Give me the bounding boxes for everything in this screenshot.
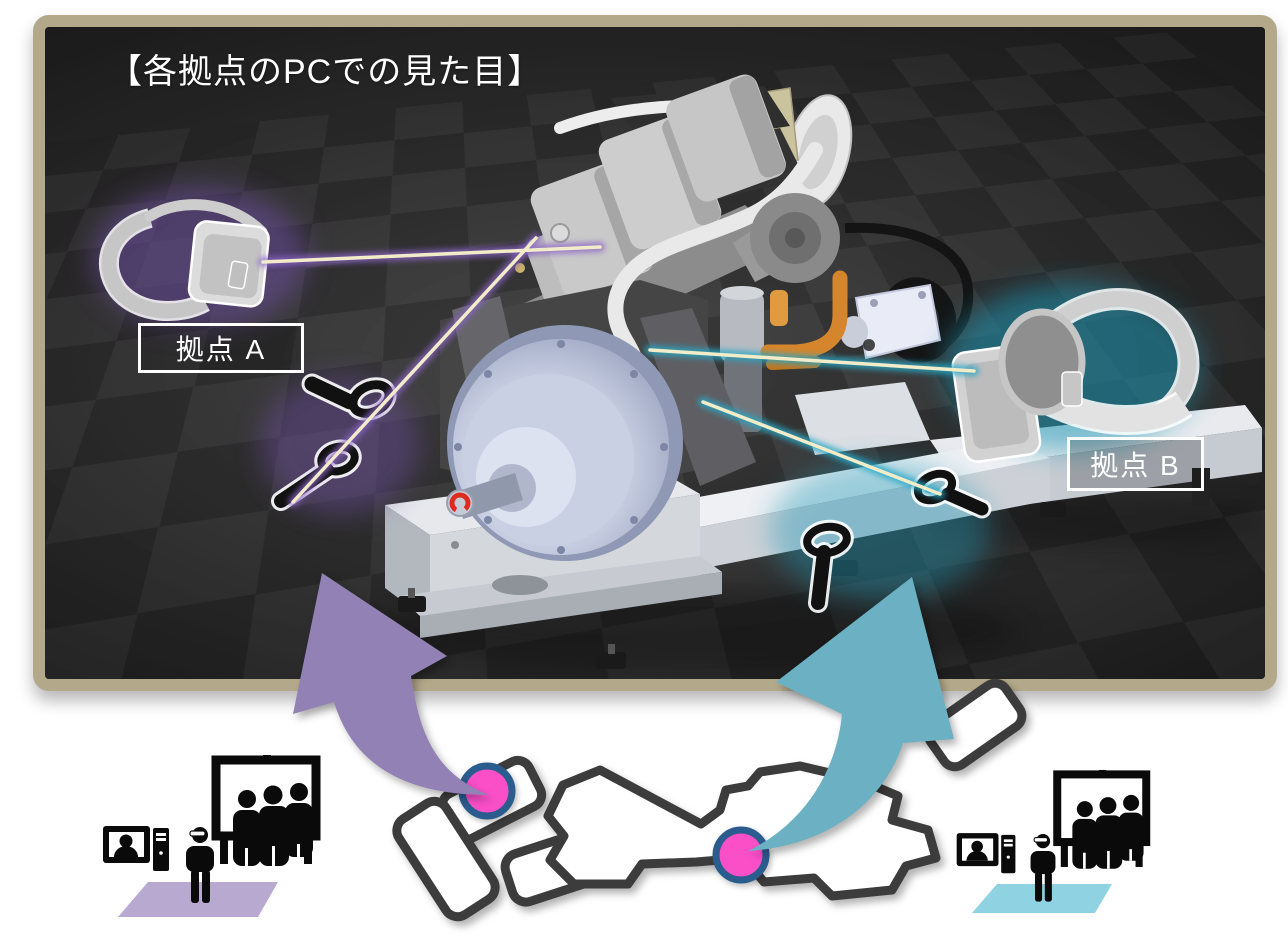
map-island bbox=[500, 829, 604, 907]
gaze-beam-a2 bbox=[291, 236, 538, 504]
map-mainland bbox=[543, 761, 941, 901]
engine-3d-model bbox=[385, 74, 1262, 669]
map-island bbox=[923, 678, 1027, 772]
site-b-floor-pad bbox=[972, 884, 1112, 913]
orange-coolant-pipes bbox=[760, 270, 848, 370]
fan-belt bbox=[844, 222, 974, 353]
gaze-beam-a1 bbox=[261, 245, 602, 264]
site-b-label: 拠点 B bbox=[1067, 437, 1204, 491]
map-marker-site-b bbox=[712, 826, 770, 884]
site-a-floor-pad bbox=[118, 882, 278, 917]
starter-motor bbox=[840, 283, 942, 360]
pc-screen-frame: 【各拠点のPCでの見た目】 拠点 A 拠点 B bbox=[33, 15, 1277, 691]
map-island bbox=[437, 755, 547, 845]
bell-bolts bbox=[454, 340, 668, 554]
gaze-beam-b1 bbox=[648, 348, 976, 373]
strap-buckle bbox=[227, 260, 249, 290]
screen-title: 【各拠点のPCでの見た目】 bbox=[108, 53, 543, 91]
team-pictogram-b bbox=[957, 770, 1147, 902]
gaze-beam-b2 bbox=[701, 400, 942, 496]
map-markers bbox=[458, 762, 770, 884]
map-marker-site-a bbox=[458, 762, 516, 820]
strap-buckle bbox=[1061, 371, 1083, 407]
gaze-beams bbox=[258, 233, 979, 507]
turbocharger bbox=[733, 193, 840, 283]
team-pictogram-a bbox=[103, 755, 316, 903]
japan-map-outline bbox=[392, 678, 1027, 922]
map-island bbox=[392, 796, 500, 922]
vr-headset-a bbox=[99, 199, 270, 321]
vr-scene bbox=[92, 74, 1262, 672]
shaft-red-mark bbox=[449, 492, 471, 514]
site-a-label: 拠点 A bbox=[138, 323, 304, 373]
vr-headset-b bbox=[951, 288, 1200, 463]
bell-housing bbox=[446, 325, 683, 561]
